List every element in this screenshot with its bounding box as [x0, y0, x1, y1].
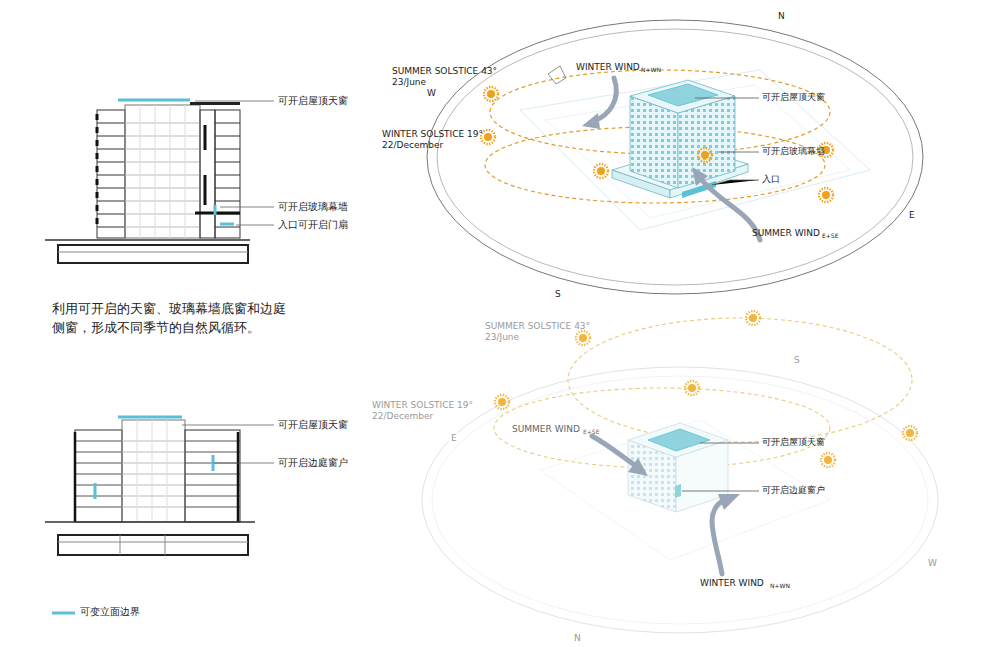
- compass-letter: N: [776, 11, 787, 21]
- wind-label: WINTER WIND: [576, 62, 640, 72]
- door-mark: [220, 223, 234, 226]
- solstice-label: WINTER SOLSTICE 19°: [372, 400, 473, 410]
- wind-label: SUMMER WIND: [752, 228, 820, 238]
- date-label: 22/December: [382, 140, 443, 150]
- date-label: 23/June: [485, 332, 519, 342]
- callout-label: 可开启屋顶天窗: [762, 92, 825, 102]
- wind-direction: E+SE: [583, 429, 599, 436]
- legend-line: [52, 612, 75, 615]
- skylight-mark: [118, 99, 190, 102]
- leader-lines: [695, 98, 759, 185]
- callout-label: 入口: [762, 174, 780, 184]
- callout-label: 可开启玻璃幕墙: [278, 201, 348, 213]
- callout-label: 入口可开启门扇: [278, 219, 348, 231]
- callout-label: 可开启玻璃幕墙: [762, 146, 825, 156]
- compass-letter: S: [553, 289, 563, 299]
- side-window-mark: [95, 455, 213, 499]
- building-bottom: [628, 423, 728, 512]
- callout-label: 可开启屋顶天窗: [278, 419, 348, 431]
- wind-direction: N+WN: [641, 67, 661, 74]
- sun-paths: [494, 318, 912, 468]
- callout-label: 可开启屋顶天窗: [278, 95, 348, 107]
- date-label: 22/December: [372, 411, 433, 421]
- solstice-label: SUMMER SOLSTICE 43°: [485, 321, 590, 331]
- wind-direction: N+WN: [770, 583, 790, 590]
- compass-letter: S: [792, 355, 802, 365]
- solstice-label: WINTER SOLSTICE 19°: [382, 129, 483, 139]
- arrowheads: [628, 458, 740, 510]
- section-top: [45, 102, 250, 263]
- suns: [481, 87, 833, 202]
- vane-symbol: [548, 66, 566, 84]
- skylight-mark: [118, 416, 182, 419]
- wind-label: SUMMER WIND: [512, 424, 580, 434]
- arrowheads: [582, 113, 708, 186]
- callout-label: 可开启边庭窗户: [762, 485, 825, 495]
- compass-letter: N: [572, 633, 583, 643]
- wind-arrows: [592, 436, 724, 574]
- section-bottom: [45, 420, 255, 555]
- sun-paths: [485, 70, 830, 203]
- compass-ring: [422, 367, 938, 633]
- callout-label: 可开启屋顶天窗: [762, 437, 825, 447]
- leader-lines: [182, 425, 274, 463]
- callout-label: 可开启边庭窗户: [278, 457, 348, 469]
- date-label: 23/June: [392, 77, 426, 87]
- curtain-mark: [214, 205, 217, 215]
- compass-letter: E: [449, 433, 459, 443]
- leader-lines: [682, 443, 759, 491]
- compass-letter: E: [907, 210, 917, 220]
- wind-label: WINTER WIND: [700, 578, 764, 588]
- suns: [495, 311, 917, 467]
- wind-direction: E+SE: [822, 233, 838, 240]
- solstice-label: SUMMER SOLSTICE 43°: [392, 66, 497, 76]
- wind-arrows: [594, 78, 760, 240]
- note-text: 利用可开启的天窗、玻璃幕墙底窗和边庭侧窗，形成不同季节的自然风循环。: [52, 300, 292, 338]
- compass-letter: W: [425, 88, 438, 98]
- compass-letter: W: [926, 558, 939, 568]
- leader-lines: [195, 101, 274, 225]
- legend-text: 可变立面边界: [80, 606, 140, 618]
- compass-ring: [427, 20, 923, 294]
